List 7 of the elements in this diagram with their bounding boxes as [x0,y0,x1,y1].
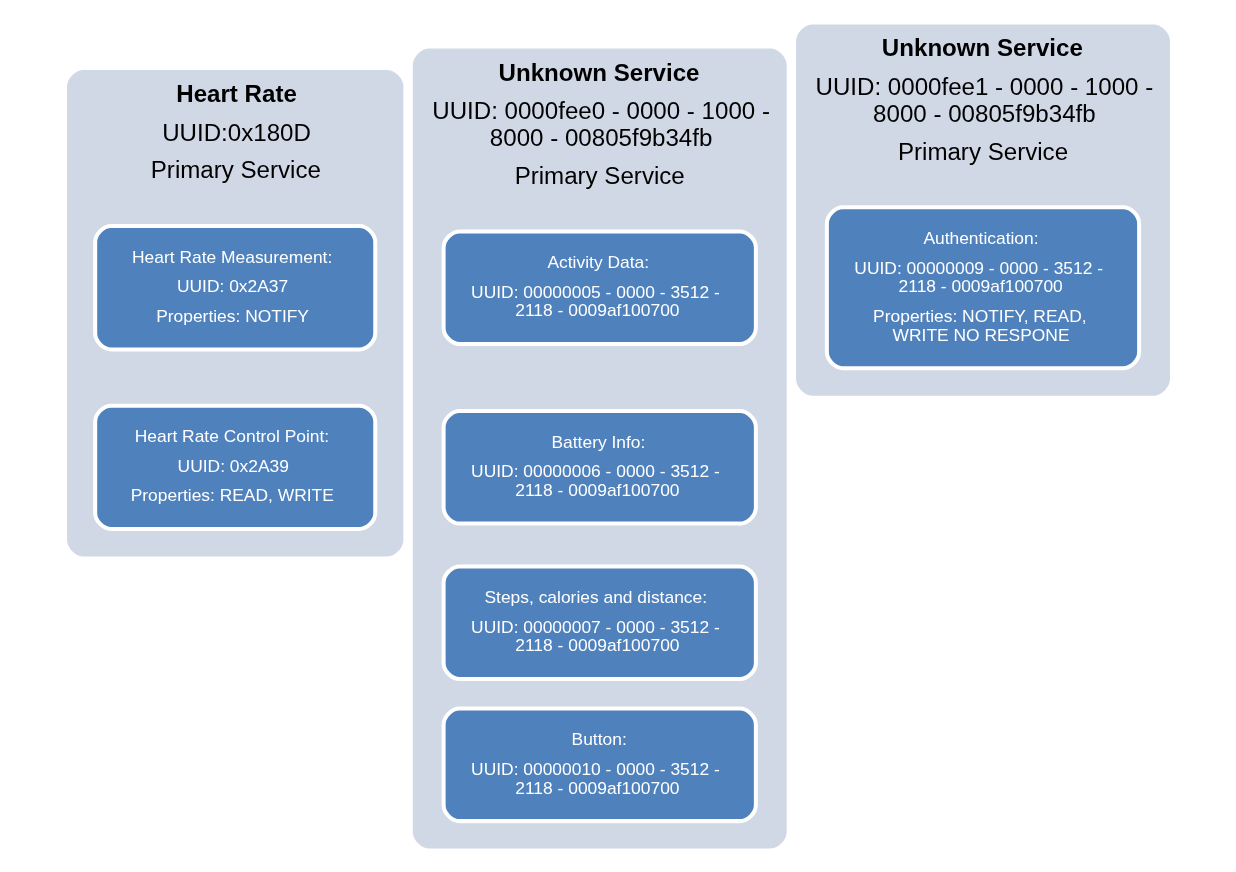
node-box: Heart Rate Measurement: UUID: 0x2A37 Properties: NOTIFY [92,223,377,351]
node-box: Button: UUID: 00000010 - 0000 - 3512 - 2118 - 0009af100700 [441,706,758,823]
node-box: Battery Info: UUID: 00000006 - 0000 - 3512 - 2118 - 0009af100700 [441,408,758,526]
node-box: Heart Rate Control Point: UUID: 0x2A39 Properties: READ, WRITE [92,403,377,531]
node-box: Activity Data: UUID: 00000005 - 0000 - 3512 - 2118 - 0009af100700 [441,228,758,346]
node-box: Steps, calories and distance: UUID: 00000007 - 0000 - 3512 - 2118 - 0009af100700 [441,564,758,681]
node-box: Authentication: UUID: 00000009 - 0000 - 3512 - 2118 - 0009af100700 Properties: NOTIFY, READ, WRITE NO RESPONE [824,204,1141,370]
